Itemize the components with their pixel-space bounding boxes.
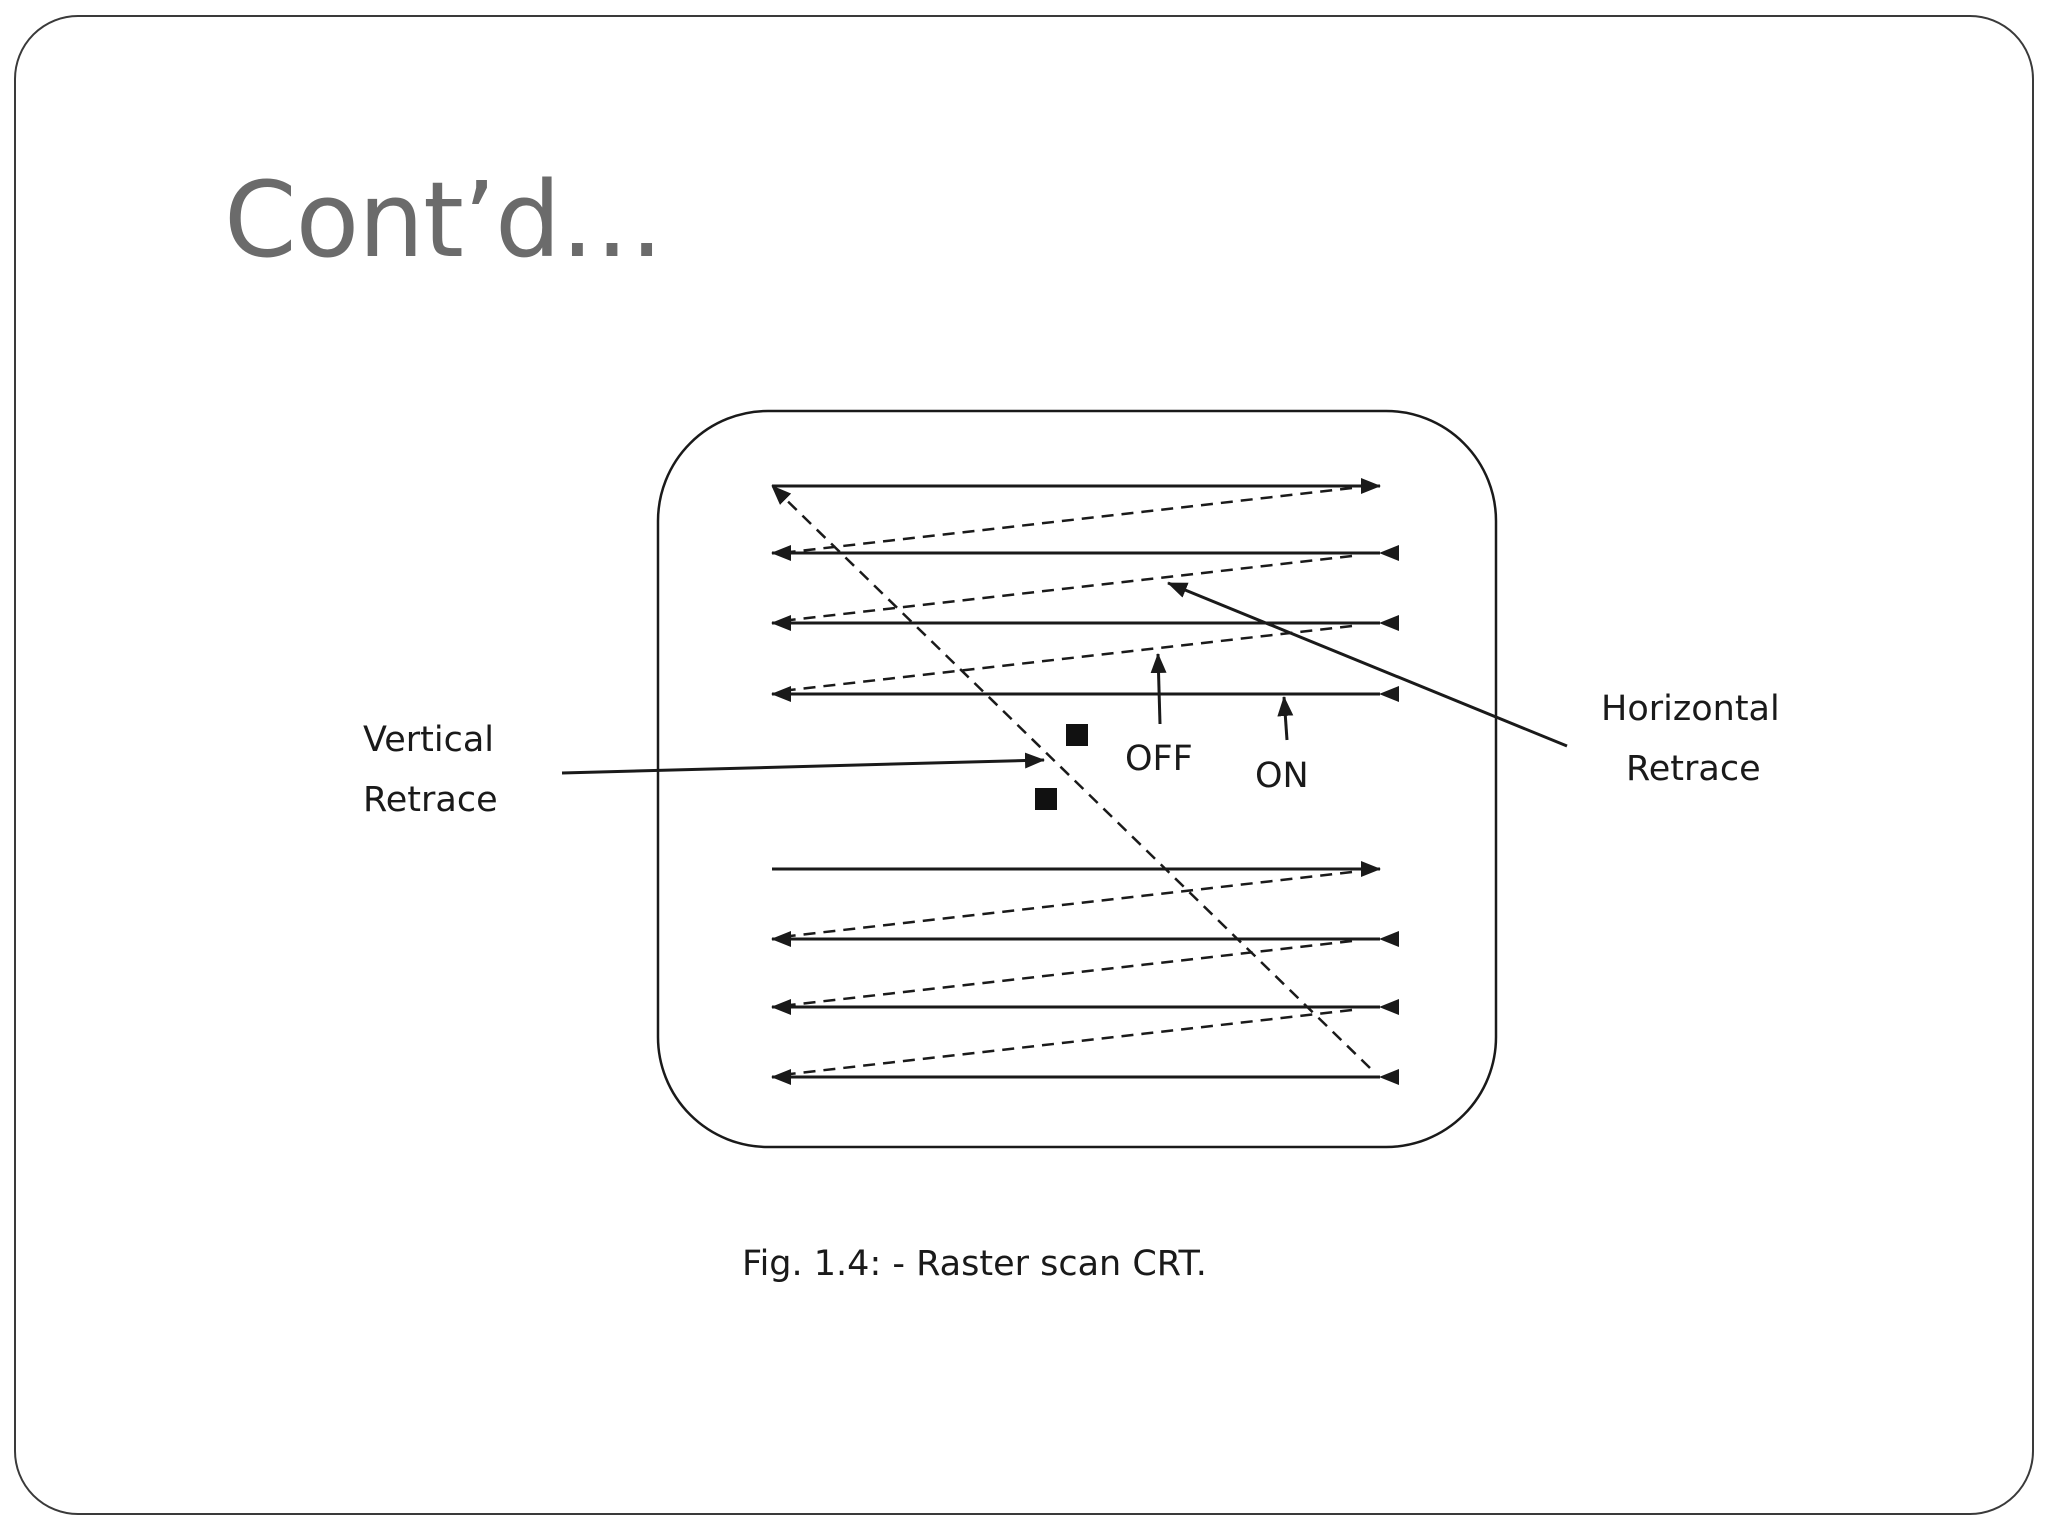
slide-frame [14, 15, 2034, 1515]
off-pointer-arrow [1150, 653, 1167, 725]
retrace-line [789, 486, 1353, 554]
retrace-line [789, 939, 1353, 1007]
horizontal-retrace-label-line1: Horizontal [1601, 689, 1780, 729]
retrace-line [789, 554, 1353, 622]
off-label: OFF [1125, 739, 1193, 779]
retrace-line [789, 624, 1353, 692]
slide-title: Cont’d… [224, 159, 664, 281]
vertical-retrace-label-line2: Retrace [363, 780, 498, 820]
on-pointer-arrow [1277, 696, 1294, 741]
scan-lines-bottom [771, 861, 1399, 1085]
crt-screen-outline [656, 409, 1498, 1149]
on-label: ON [1255, 756, 1309, 796]
pixel-dot [1066, 724, 1088, 746]
vertical-retrace-leader-arrow [561, 752, 1045, 775]
figure-caption: Fig. 1.4: - Raster scan CRT. [742, 1244, 1207, 1284]
horizontal-retrace-leader-arrow [1167, 581, 1568, 748]
horizontal-retrace-lines [789, 486, 1353, 1076]
pixel-dot [1035, 788, 1057, 810]
horizontal-retrace-label-line2: Retrace [1626, 749, 1761, 789]
retrace-line [789, 870, 1353, 938]
vertical-retrace-label-line1: Vertical [363, 720, 494, 760]
scan-lines-top [771, 478, 1399, 702]
retrace-line [789, 1008, 1353, 1076]
